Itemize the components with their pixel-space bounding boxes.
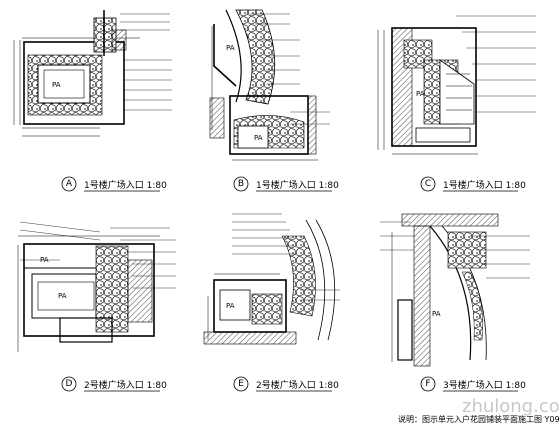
pa-label: PA [254, 134, 263, 142]
drawing-caption: 1号楼广场入口 1:80 [443, 179, 526, 191]
section-letter: F [425, 379, 430, 389]
section-marker-c [420, 176, 436, 192]
section-letter: A [66, 179, 73, 189]
drawing-caption: 1号楼广场入口 1:80 [256, 179, 339, 191]
section-letter: B [238, 179, 244, 189]
sheet-note: 说明：图示单元入户花园铺装平面施工图 Y09-10 [398, 414, 560, 424]
drawing-caption: 2号楼广场入口 1:80 [256, 379, 339, 391]
section-marker-f [420, 376, 436, 392]
pa-label: PA [226, 302, 235, 310]
drawing-caption: 3号楼广场入口 1:80 [443, 379, 526, 391]
section-marker-a [61, 176, 77, 192]
section-marker-d [61, 376, 77, 392]
drawing-a: PA A 1号楼广场入口 1:80 [13, 10, 172, 192]
drawing-caption: 2号楼广场入口 1:80 [84, 379, 167, 391]
drawing-c: PA C 1号楼广场入口 1:80 [377, 15, 536, 192]
watermark: zhulong.com [462, 396, 560, 417]
drawing-e: PA E 2号楼广场入口 1:80 [203, 213, 340, 392]
drawing-f: PA F 3号楼广场入口 1:80 [380, 213, 530, 392]
pa-label: PA [40, 256, 49, 264]
drawing-caption: 1号楼广场入口 1:80 [84, 179, 167, 191]
section-letter: C [425, 179, 431, 189]
drawing-b: PA PA B 1号楼广场入口 1:80 [209, 9, 339, 192]
section-marker-e [233, 376, 249, 392]
pa-label: PA [52, 81, 61, 89]
pa-label: PA [226, 44, 235, 52]
pa-label: PA [432, 310, 441, 318]
drawing-d: PA PA D 2号楼广场入口 1:80 [17, 221, 176, 392]
section-letter: E [238, 379, 244, 389]
section-marker-b [233, 176, 249, 192]
section-letter: D [66, 379, 73, 389]
pa-label: PA [416, 90, 425, 98]
pa-label: PA [58, 292, 67, 300]
